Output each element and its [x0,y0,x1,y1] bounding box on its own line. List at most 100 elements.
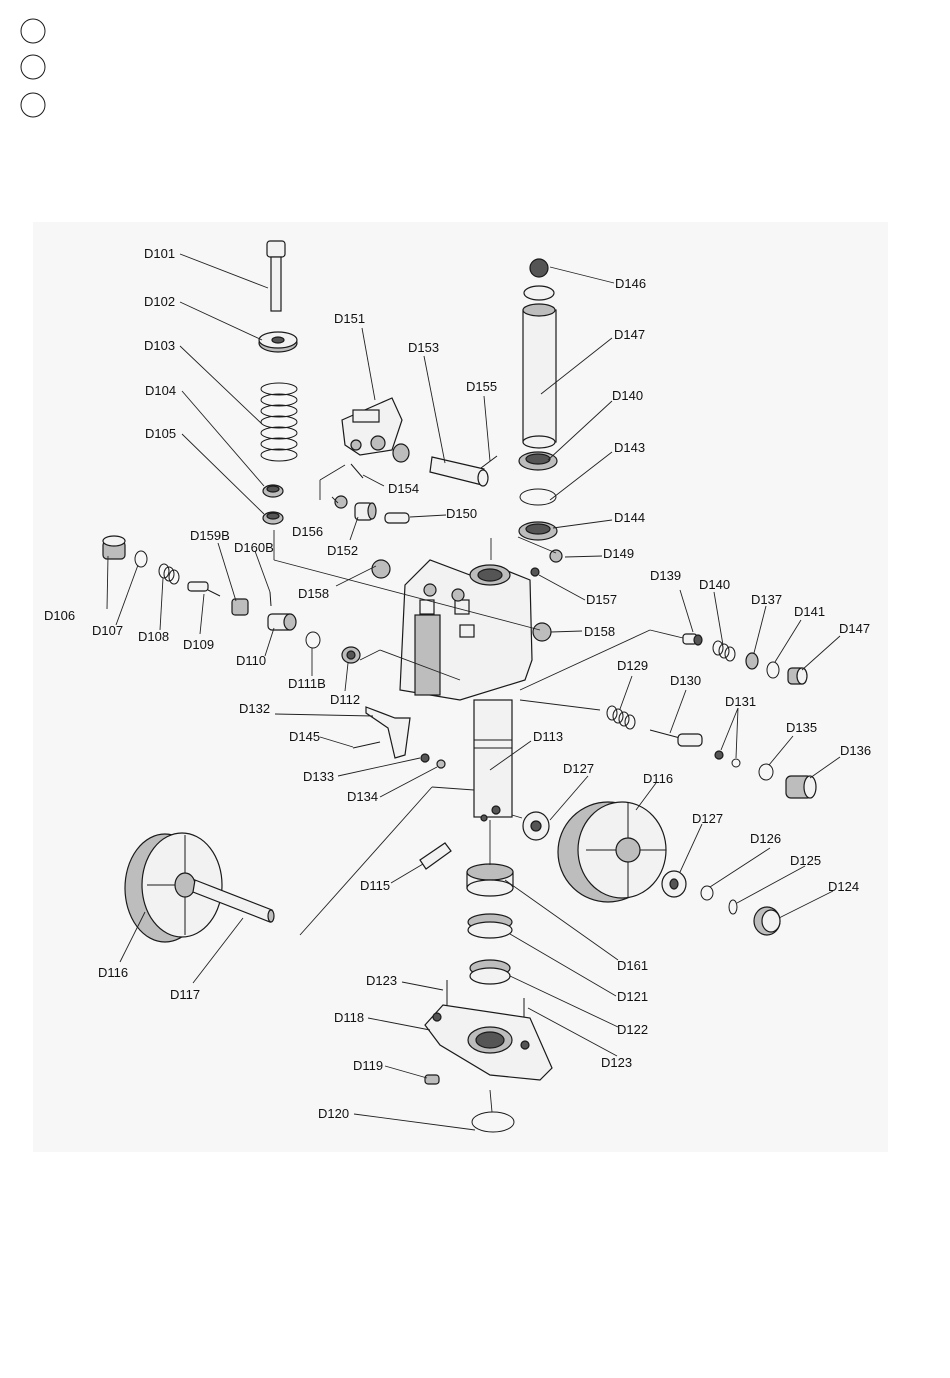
part-d133-nut [420,753,430,763]
legend-circle-1 [20,18,46,44]
label-d105: D105 [145,426,176,441]
label-d127-right: D127 [692,811,723,826]
label-d147-right: D147 [839,621,870,636]
label-d107: D107 [92,623,123,638]
part-d121-race [467,913,513,939]
part-d149-screw [549,549,563,563]
part-piston-top [523,285,555,301]
label-d149: D149 [603,546,634,561]
label-d125: D125 [790,853,821,868]
legend-circle-3 [20,92,46,118]
part-d124-cap [753,906,781,936]
label-d108: D108 [138,629,169,644]
part-d105-ring [262,511,284,525]
label-d113: D113 [533,729,563,744]
part-d161-bearing [466,863,514,897]
label-d140-right: D140 [699,577,730,592]
label-d134: D134 [347,789,378,804]
part-d111b-oring [305,631,321,649]
label-d160b: D160B [234,540,274,555]
label-d152: D152 [327,543,358,558]
label-d155: D155 [466,379,497,394]
label-d120: D120 [318,1106,349,1121]
part-d152-bushing [354,502,377,521]
label-d118: D118 [334,1010,364,1025]
part-d117-axle [192,879,275,923]
label-d124: D124 [828,879,859,894]
label-d133: D133 [303,769,334,784]
part-d101-bolt [266,240,286,312]
part-d159b-valve [231,598,249,616]
label-d137: D137 [751,592,782,607]
label-d158-right: D158 [584,624,615,639]
label-d127-top: D127 [563,761,594,776]
part-d127-spacer-left [522,811,550,841]
part-d140-spring [712,640,736,662]
part-d136-plug [785,775,817,799]
part-d129-spring [606,705,636,730]
part-d116-wheel-left [124,832,223,943]
part-d119-screw [424,1074,440,1085]
part-d158-plug-right [532,622,552,642]
label-d121: D121 [617,989,648,1004]
part-d141-oring [766,661,780,679]
part-d107-oring [134,550,148,568]
label-d157: D157 [586,592,617,607]
part-d109-needle [187,581,221,597]
label-d161: D161 [617,958,648,973]
label-d112: D112 [330,692,360,707]
label-d110: D110 [236,653,266,668]
label-d147-top: D147 [614,327,645,342]
label-d156: D156 [292,524,323,539]
part-d120-ring [471,1111,515,1133]
label-d150: D150 [446,506,477,521]
part-d131-ball-2 [731,758,741,768]
part-d137-oring [745,652,759,670]
part-d145-pin [352,741,381,749]
part-d127-spacer-right [661,870,687,898]
part-d134-screw [436,759,446,769]
label-d116-right: D116 [643,771,673,786]
part-d135-oring [758,763,774,781]
label-d153: D153 [408,340,439,355]
part-d103-spring [260,382,298,462]
label-d158-left: D158 [298,586,329,601]
label-d117: D117 [170,987,200,1002]
label-d109: D109 [183,637,214,652]
label-d123-right: D123 [601,1055,632,1070]
part-d116-wheel-right [557,801,667,903]
part-d151-bracket [341,397,403,456]
part-d125-clip [728,899,738,915]
part-d108-spring [158,563,180,585]
part-labels: D101 D102 D103 D104 D105 D151 D153 D155 … [44,246,871,1121]
part-d155-spring-pin [480,455,498,469]
label-d159b: D159B [190,528,230,543]
label-d116-left: D116 [98,965,128,980]
part-d112-bushing [341,646,361,664]
part-d154-pin [350,463,364,479]
label-d146: D146 [615,276,646,291]
part-d160b-pin [269,591,272,607]
part-d118-fork [424,1004,553,1081]
label-d143: D143 [614,440,645,455]
part-d147-piston [522,303,557,449]
part-d143-ring [519,488,557,506]
label-d122: D122 [617,1022,648,1037]
part-d158-plug-left [371,559,391,579]
label-d119: D119 [353,1058,383,1073]
label-d111b: D111B [288,676,326,691]
label-d145: D145 [289,729,320,744]
label-d141: D141 [794,604,825,619]
part-d157-ball [530,567,540,577]
label-d129: D129 [617,658,648,673]
part-d130-plunger [649,729,703,747]
label-d135: D135 [786,720,817,735]
part-d150-pin [384,512,410,524]
part-d102-washer [258,331,298,353]
label-d144: D144 [614,510,645,525]
part-d146-cap [529,258,549,278]
part-d139-valve [682,633,703,646]
label-d151: D151 [334,311,365,326]
legend-circle-2 [20,54,46,80]
